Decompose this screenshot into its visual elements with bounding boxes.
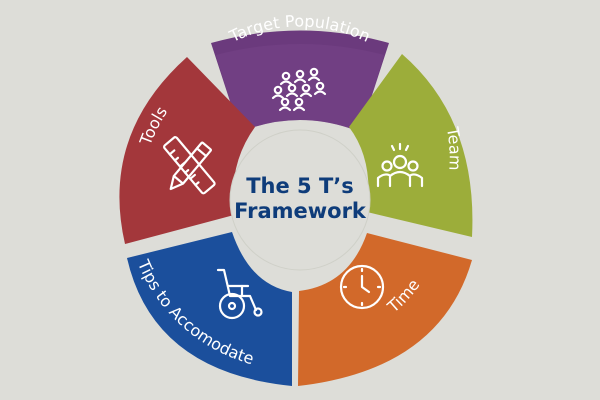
- center-disk: [229, 129, 371, 271]
- team-icon: [376, 142, 424, 188]
- segment-time-band: [298, 233, 472, 386]
- segment-tips-to-accomodate: Tips to Accomodate: [127, 232, 292, 386]
- pencil-ruler-icon: [163, 136, 216, 195]
- segment-time: Time: [298, 233, 472, 386]
- center-disk-group: The 5 T’s Framework: [229, 129, 371, 271]
- segment-target-population-band: [211, 30, 389, 132]
- wheelchair-icon: [216, 268, 263, 320]
- center-title-line2: Framework: [234, 199, 367, 223]
- people-group-icon: [271, 67, 327, 112]
- segment-team: Team: [349, 54, 473, 237]
- svg-text:Team: Team: [443, 125, 465, 171]
- center-title-line1: The 5 T’s: [246, 174, 354, 198]
- segment-team-label: Team: [443, 125, 465, 171]
- segment-target-population-inner: [215, 44, 385, 132]
- clock-icon: [339, 264, 385, 310]
- segment-tips-to-accomodate-band: [127, 232, 292, 386]
- segments-group: Target Population: [119, 11, 473, 386]
- segment-team-band: [349, 54, 473, 237]
